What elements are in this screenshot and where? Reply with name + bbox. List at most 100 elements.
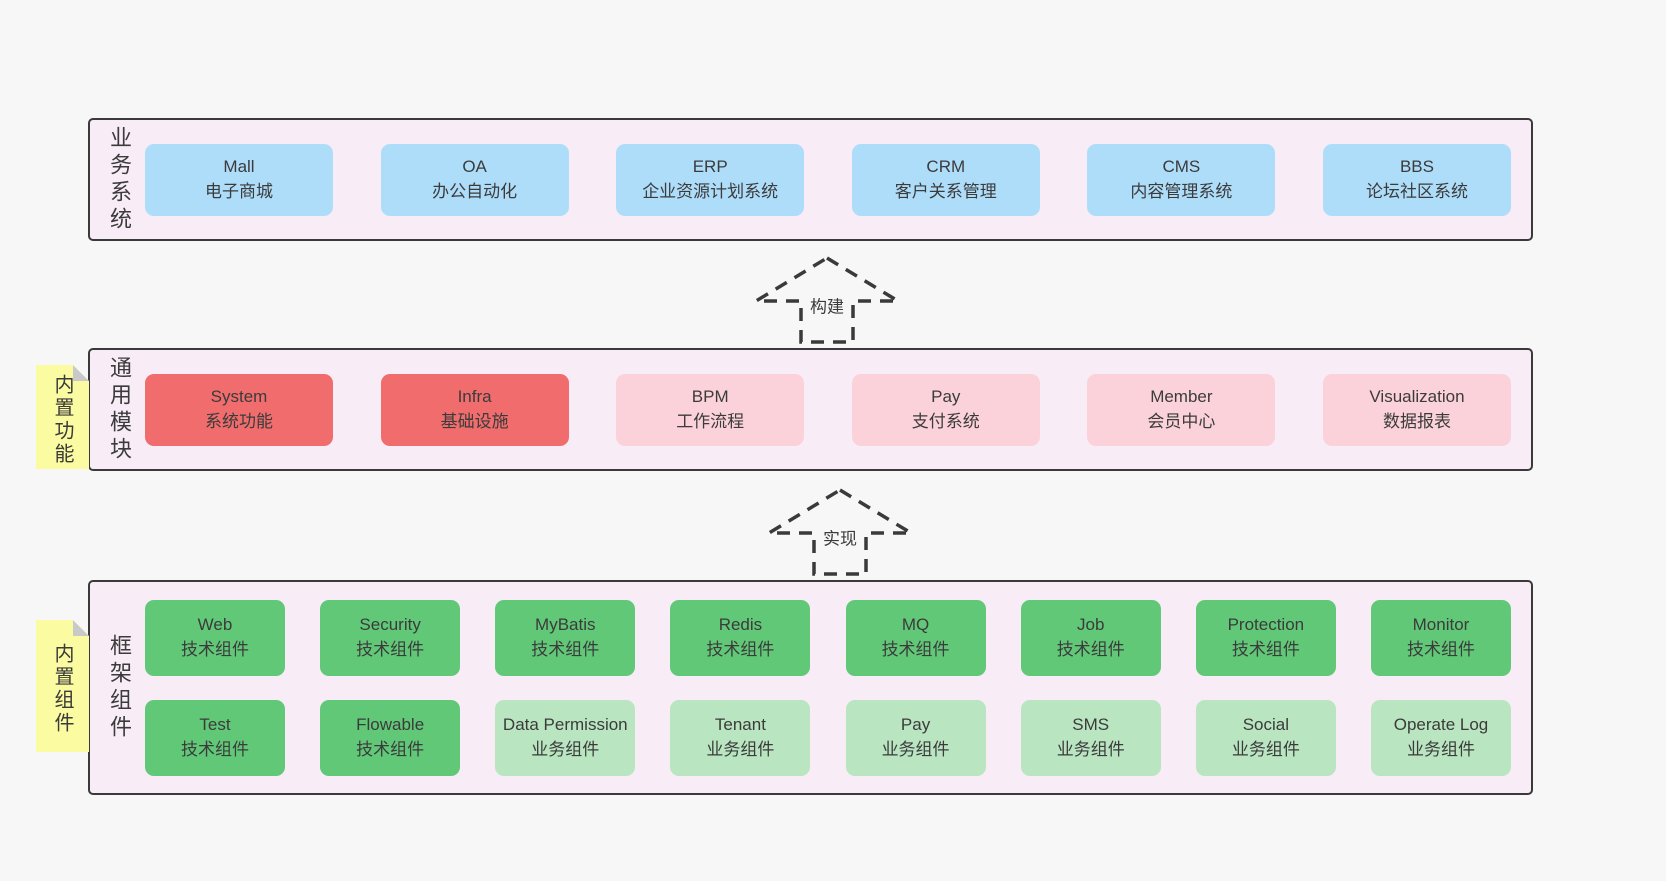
- module-name: CMS: [1162, 157, 1201, 177]
- module-box-crm: CRM 客户关系管理: [851, 143, 1040, 216]
- module-desc: 业务组件: [1231, 739, 1300, 759]
- module-box-operate-log: Operate Log 业务组件: [1370, 699, 1511, 776]
- module-name: SMS: [1072, 715, 1110, 735]
- module-desc: 技术组件: [1056, 639, 1125, 659]
- module-box-social: Social 业务组件: [1195, 699, 1336, 776]
- module-name: Mall: [223, 157, 255, 177]
- dashed-up-arrow-icon: [765, 488, 915, 576]
- module-box-flowable: Flowable 技术组件: [320, 699, 461, 776]
- module-box-infra: Infra 基础设施: [380, 373, 569, 446]
- module-name: Redis: [718, 615, 763, 635]
- module-desc: 业务组件: [881, 739, 950, 759]
- module-name: MyBatis: [535, 615, 596, 635]
- module-desc: 会员中心: [1147, 411, 1216, 431]
- module-desc: 业务组件: [1056, 739, 1125, 759]
- band-label-framework-components: 框架组件: [107, 633, 132, 742]
- module-desc: 技术组件: [881, 639, 950, 659]
- module-name: Infra: [457, 387, 492, 407]
- module-box-pay: Pay 业务组件: [845, 699, 986, 776]
- module-name: Member: [1150, 387, 1213, 407]
- module-desc: 系统功能: [205, 411, 273, 431]
- module-name: System: [210, 387, 268, 407]
- module-name: MQ: [901, 615, 930, 635]
- module-box-bbs: BBS 论坛社区系统: [1322, 143, 1511, 216]
- sticky-note-built-in-components: 内置组件: [36, 620, 89, 752]
- module-name: Test: [199, 715, 231, 735]
- module-box-sms: SMS 业务组件: [1020, 699, 1161, 776]
- module-row: Mall 电子商城 OA 办公自动化 ERP 企业资源计划系统 CRM 客户关系管理 CMS 内容…: [145, 143, 1511, 216]
- module-desc: 客户关系管理: [894, 181, 997, 201]
- sticky-note-built-in-features: 内置功能: [36, 365, 89, 469]
- module-box-redis: Redis 技术组件: [670, 599, 811, 676]
- module-box-mybatis: MyBatis 技术组件: [495, 599, 636, 676]
- module-desc: 技术组件: [531, 639, 600, 659]
- build-arrow-label: 构建: [805, 290, 849, 320]
- module-name: CRM: [926, 157, 966, 177]
- module-desc: 技术组件: [356, 639, 425, 659]
- module-desc: 内容管理系统: [1130, 181, 1233, 201]
- module-name: Job: [1076, 615, 1105, 635]
- band-label-common-modules: 通用模块: [107, 355, 132, 464]
- module-name: Social: [1242, 715, 1289, 735]
- module-box-data-permission: Data Permission 业务组件: [495, 699, 636, 776]
- module-desc: 企业资源计划系统: [642, 181, 779, 201]
- band-rows: Mall 电子商城 OA 办公自动化 ERP 企业资源计划系统 CRM 客户关系管理 CMS 内容…: [145, 143, 1511, 216]
- folded-corner-icon: [73, 620, 89, 636]
- module-desc: 基础设施: [440, 411, 509, 431]
- module-desc: 电子商城: [205, 181, 273, 201]
- module-desc: 业务组件: [531, 739, 600, 759]
- module-box-erp: ERP 企业资源计划系统: [616, 143, 805, 216]
- module-desc: 技术组件: [181, 739, 249, 759]
- module-name: Operate Log: [1393, 715, 1489, 735]
- module-box-member: Member 会员中心: [1087, 373, 1276, 446]
- module-name: Tenant: [714, 715, 766, 735]
- module-desc: 办公自动化: [432, 181, 518, 201]
- module-box-cms: CMS 内容管理系统: [1087, 143, 1276, 216]
- module-name: Data Permission: [502, 715, 628, 735]
- module-name: Protection: [1227, 615, 1305, 635]
- module-name: Pay: [900, 715, 931, 735]
- module-desc: 业务组件: [1406, 739, 1475, 759]
- module-desc: 技术组件: [356, 739, 425, 759]
- module-name: Security: [359, 615, 421, 635]
- module-box-mq: MQ 技术组件: [845, 599, 986, 676]
- module-box-tenant: Tenant 业务组件: [670, 699, 811, 776]
- module-name: BBS: [1399, 157, 1434, 177]
- module-box-web: Web 技术组件: [145, 599, 285, 676]
- module-name: BPM: [691, 387, 729, 407]
- module-desc: 数据报表: [1382, 411, 1451, 431]
- folded-corner-icon: [73, 365, 89, 381]
- implement-arrow-label: 实现: [818, 522, 862, 552]
- sticky-note-label: 内置功能: [51, 374, 73, 466]
- module-name: Monitor: [1412, 615, 1470, 635]
- module-name: Flowable: [356, 715, 425, 735]
- module-name: ERP: [692, 157, 728, 177]
- module-box-mall: Mall 电子商城: [145, 143, 333, 216]
- module-name: Web: [197, 615, 233, 635]
- module-desc: 支付系统: [911, 411, 980, 431]
- module-desc: 技术组件: [706, 639, 775, 659]
- module-desc: 技术组件: [181, 639, 249, 659]
- module-box-job: Job 技术组件: [1020, 599, 1161, 676]
- module-box-visualization: Visualization 数据报表: [1322, 373, 1511, 446]
- module-name: Pay: [931, 387, 961, 407]
- sticky-note-label: 内置组件: [51, 643, 73, 735]
- module-desc: 业务组件: [706, 739, 775, 759]
- module-name: OA: [462, 157, 487, 177]
- module-box-test: Test 技术组件: [145, 699, 285, 776]
- module-desc: 论坛社区系统: [1365, 181, 1468, 201]
- module-box-system: System 系统功能: [145, 373, 333, 446]
- dashed-up-arrow-icon: [752, 256, 902, 344]
- module-box-security: Security 技术组件: [320, 599, 461, 676]
- module-name: Visualization: [1369, 387, 1465, 407]
- module-box-oa: OA 办公自动化: [380, 143, 569, 216]
